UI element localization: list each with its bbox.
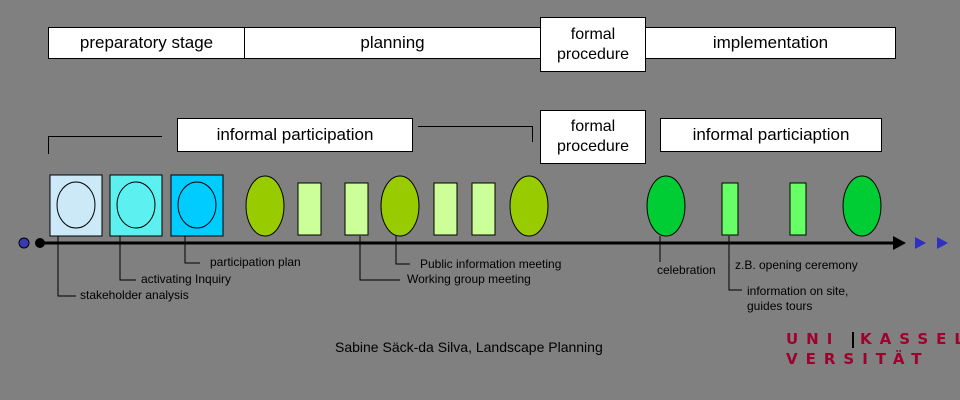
label-info-on-site-line1: information on site, — [747, 284, 849, 298]
label-celebration-text: celebration — [657, 263, 716, 277]
stakeholder-analysis-square — [49, 174, 103, 237]
label-info-on-site-line2: guides tours — [747, 299, 813, 313]
leader-participation-plan — [184, 236, 200, 264]
planning-rect-3 — [433, 182, 458, 236]
implementation-oval-2 — [842, 175, 882, 237]
bracket-mid-vertical — [532, 126, 533, 142]
university-logo: UNI KASSEL VERSITÄT — [786, 330, 960, 370]
label-activating-inquiry: activating Inquiry — [141, 272, 232, 286]
planning-oval-1 — [245, 175, 285, 237]
planning-rect-2 — [344, 182, 369, 236]
implementation-rect-1 — [721, 182, 739, 236]
phase-planning-label: planning — [360, 33, 425, 52]
formal-procedure-label: formal procedure — [556, 118, 630, 155]
label-public-info-meeting: Public information meeting — [420, 257, 562, 271]
label-celebration: celebration — [657, 263, 716, 277]
planning-oval-3 — [509, 175, 549, 237]
informal-participation-box: informal participation — [177, 118, 413, 152]
logo-top-left: UNI — [786, 330, 841, 348]
phase-formal: formal procedure — [540, 17, 646, 72]
activating-inquiry-square — [109, 174, 163, 237]
phase-implementation-label: implementation — [712, 33, 829, 52]
bracket-left-vertical — [48, 136, 49, 154]
planning-rect-1 — [297, 182, 322, 236]
author-caption: Sabine Säck-da Silva, Landscape Planning — [335, 339, 603, 355]
phase-implementation: implementation — [645, 27, 896, 59]
bracket-mid-horizontal — [418, 126, 532, 127]
planning-rect-4 — [471, 182, 496, 236]
leader-stakeholder-analysis — [57, 236, 76, 297]
label-working-group-meeting: Working group meeting — [407, 272, 531, 286]
leader-working-group — [359, 236, 400, 281]
timeline-arrowhead — [893, 236, 906, 250]
phase-planning: planning — [244, 27, 541, 59]
formal-procedure-box: formal procedure — [540, 110, 646, 164]
implementation-oval-1 — [646, 175, 686, 237]
continue-arrow-2 — [937, 237, 948, 249]
informal-participation-right-label: informal particiaption — [692, 125, 850, 144]
phase-formal-label: formal procedure — [556, 26, 630, 63]
leader-activating-inquiry — [119, 236, 136, 281]
informal-participation-label: informal participation — [216, 125, 374, 144]
phase-preparatory: preparatory stage — [48, 27, 245, 59]
participation-plan-square — [170, 174, 224, 237]
planning-oval-2 — [380, 175, 420, 237]
phase-preparatory-label: preparatory stage — [79, 33, 214, 52]
leader-info-on-site — [728, 236, 742, 291]
implementation-rect-2 — [789, 182, 807, 236]
informal-participation-right-box: informal particiaption — [660, 118, 882, 152]
label-info-on-site: information on site, guides tours — [747, 284, 848, 314]
leader-public-info — [395, 236, 410, 265]
continue-arrow-1 — [915, 237, 926, 249]
logo-bottom: VERSITÄT — [786, 350, 930, 368]
label-stakeholder-analysis: stakeholder analysis — [80, 288, 189, 302]
start-blue-dot — [18, 237, 30, 249]
label-participation-plan: participation plan — [210, 255, 301, 269]
logo-top-right: KASSEL — [860, 330, 960, 348]
label-opening-ceremony: z.B. opening ceremony — [735, 258, 858, 272]
logo-divider — [852, 332, 854, 348]
bracket-left-horizontal — [48, 136, 162, 137]
